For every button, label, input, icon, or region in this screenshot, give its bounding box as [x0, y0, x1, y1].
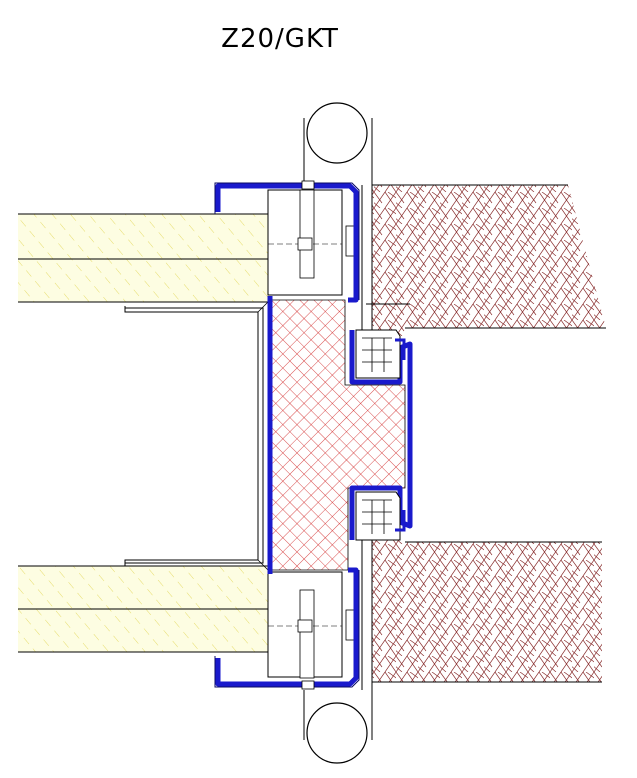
fire-resistant-core: [271, 299, 406, 571]
hinge-roller-lower: [303, 690, 373, 764]
frame-block-lower: [267, 571, 355, 679]
steel-frame-profile: [215, 183, 413, 687]
rubber-seal-gasket-upper: [355, 329, 406, 379]
rubber-seal-gasket-lower: [355, 491, 406, 541]
masonry-wall-upper: [361, 184, 606, 340]
drywall-panel-upper: [18, 213, 268, 303]
frame-block-upper: [267, 189, 355, 296]
masonry-wall-lower: [361, 540, 602, 690]
drywall-panel-lower: [18, 565, 268, 653]
hinge-pin-marks: [301, 180, 315, 690]
drawing-title: Z20/GKT: [221, 24, 339, 54]
hinge-roller-upper: [303, 102, 373, 185]
c-stud-profile: [124, 301, 269, 571]
